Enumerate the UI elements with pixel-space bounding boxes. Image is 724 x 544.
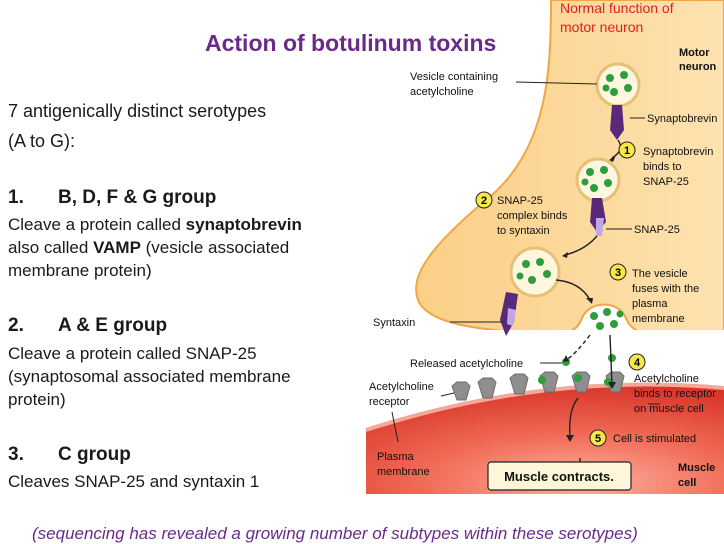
vesicle-label-1: Vesicle containing xyxy=(410,71,498,83)
ach-receptor-label-2: receptor xyxy=(369,396,410,408)
step-2-number: 2 xyxy=(481,195,487,207)
step-5-text: Cell is stimulated xyxy=(613,433,696,445)
group-1-desc-mid: also called xyxy=(8,238,94,257)
group-1-title: B, D, F & G group xyxy=(58,187,217,208)
muscle-cell-label-1: Muscle xyxy=(678,462,715,474)
step-5-circle: 5 xyxy=(589,429,607,447)
step-3-number: 3 xyxy=(615,267,621,279)
serotypes-line-2: (A to G): xyxy=(8,131,76,151)
step-1-text-1: Synaptobrevin xyxy=(643,146,713,158)
step-2-text-1: SNAP-25 xyxy=(497,195,543,207)
step-4-number: 4 xyxy=(634,357,641,369)
vamp-term: VAMP xyxy=(93,238,141,257)
group-2-title: A & E group xyxy=(58,315,168,336)
step-4-text-1: Acetylcholine xyxy=(634,373,699,385)
vesicle-docked xyxy=(509,246,561,298)
step-2-text-3: to syntaxin xyxy=(497,225,550,237)
serotypes-line-1: 7 antigenically distinct serotypes xyxy=(8,101,267,121)
group-2-heading: 2. A & E group xyxy=(8,315,167,337)
footnote: (sequencing has revealed a growing numbe… xyxy=(32,524,638,543)
leader-lines xyxy=(391,81,660,443)
syntaxin-protein xyxy=(500,292,518,336)
synaptobrevin-protein-top xyxy=(610,105,624,140)
step-1-text-3: SNAP-25 xyxy=(643,176,689,188)
ach-receptor-label-1: Acetylcholine xyxy=(369,381,434,393)
group-2-desc-line-2: (synaptosomal associated membrane xyxy=(8,367,291,386)
group-3-heading: 3. C group xyxy=(8,444,131,466)
snap25-label: SNAP-25 xyxy=(634,224,680,236)
step-3-text-1: The vesicle xyxy=(632,268,688,280)
step-4-text-3: on muscle cell xyxy=(634,403,704,415)
motor-neuron-terminal xyxy=(415,0,724,338)
group-1-number: 1. xyxy=(8,187,24,208)
synaptic-cleft xyxy=(412,330,724,378)
group-1-heading: 1. B, D, F & G group xyxy=(8,187,216,209)
step-3-text-4: membrane xyxy=(632,313,685,325)
step-2-text-2: complex binds xyxy=(497,210,568,222)
synaptobrevin-term: synaptobrevin xyxy=(185,215,302,234)
fused-vesicle-ach xyxy=(590,308,624,330)
group-3-title: C group xyxy=(58,444,131,465)
vesicle-label-2: acetylcholine xyxy=(410,86,474,98)
vesicle-top xyxy=(595,62,641,108)
group-3-desc-line-1: Cleaves SNAP-25 and syntaxin 1 xyxy=(8,472,260,491)
step-3-text-3: plasma xyxy=(632,298,668,310)
vesicle-middle xyxy=(575,157,621,203)
group-1-desc-suffix: (vesicle associated xyxy=(140,238,290,257)
step-circles: 1 2 3 4 5 xyxy=(475,141,646,447)
motor-neuron-label-2: neuron xyxy=(679,61,717,73)
group-2-desc-line-3: protein) xyxy=(8,390,66,409)
ach-receptors xyxy=(451,371,625,401)
step-3-circle: 3 xyxy=(609,263,627,281)
plasma-membrane-label-1: Plasma xyxy=(377,451,415,463)
plasma-membrane-label-2: membrane xyxy=(377,466,430,478)
muscle-contracts-box xyxy=(487,461,632,491)
group-3-number: 3. xyxy=(8,444,24,465)
step-1-number: 1 xyxy=(624,145,630,157)
normal-function-label-2: motor neuron xyxy=(560,19,643,35)
arrow-heads xyxy=(562,155,616,442)
muscle-contracts-label: Muscle contracts. xyxy=(504,469,614,484)
step-4-circle: 4 xyxy=(628,353,646,371)
group-1-desc-line-3: membrane protein) xyxy=(8,261,152,280)
group-1-desc-prefix: Cleave a protein called xyxy=(8,215,186,234)
syntaxin-label: Syntaxin xyxy=(373,317,415,329)
muscle-cell-label-2: cell xyxy=(678,477,696,489)
step-1-text-2: binds to xyxy=(643,161,682,173)
step-3-text-2: fuses with the xyxy=(632,283,699,295)
slide-title: Action of botulinum toxins xyxy=(205,30,497,56)
step-1-circle: 1 xyxy=(618,141,636,159)
group-1-desc-line-1: Cleave a protein called synaptobrevin xyxy=(8,214,302,236)
snap25-protein xyxy=(590,198,606,236)
group-2-number: 2. xyxy=(8,315,24,336)
step-5-number: 5 xyxy=(595,433,601,445)
synaptobrevin-label: Synaptobrevin xyxy=(647,113,717,125)
muscle-cell xyxy=(366,384,724,494)
motor-neuron-label-1: Motor xyxy=(679,47,710,59)
step-2-circle: 2 xyxy=(475,191,493,209)
step-4-text-2: binds to receptor xyxy=(634,388,716,400)
group-1-desc-line-2: also called VAMP (vesicle associated xyxy=(8,237,289,259)
group-2-desc-line-1: Cleave a protein called SNAP-25 xyxy=(8,344,257,363)
released-ach-label: Released acetylcholine xyxy=(410,358,523,370)
normal-function-label-1: Normal function of xyxy=(560,0,674,16)
